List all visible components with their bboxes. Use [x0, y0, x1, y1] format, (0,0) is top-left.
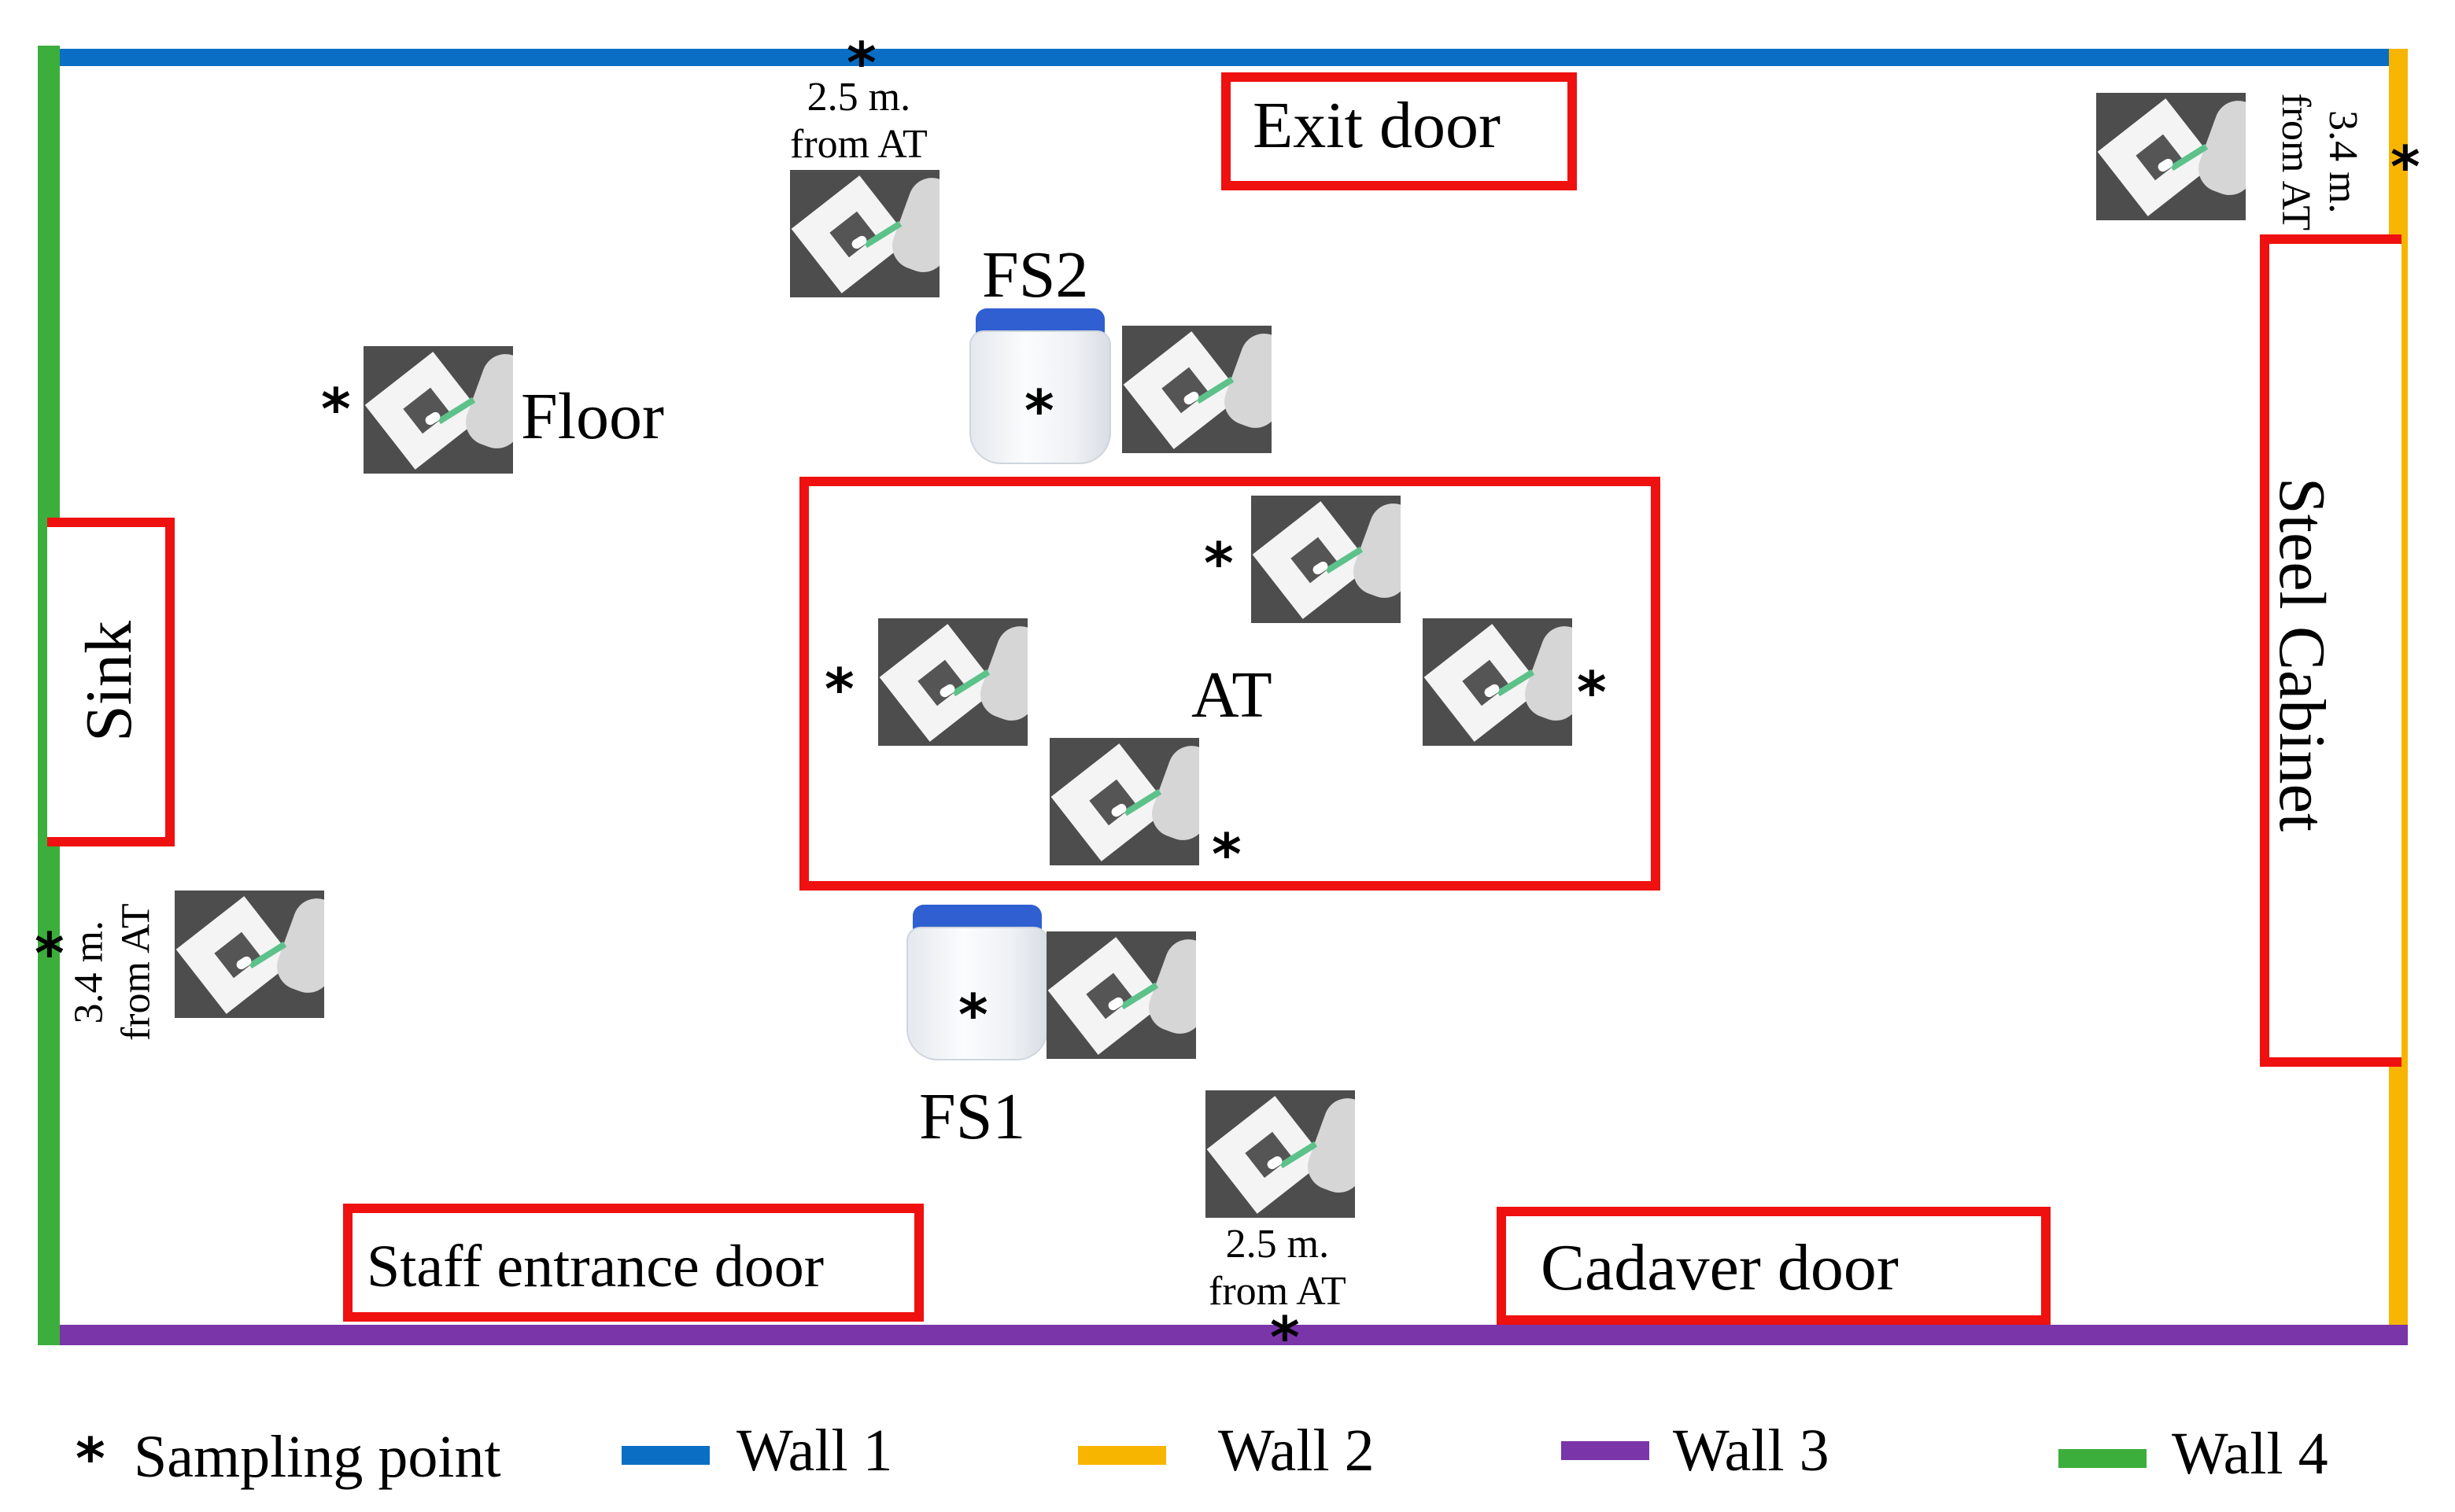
sink-box — [47, 518, 175, 846]
swab-photo-icon — [2096, 93, 2246, 220]
legend-wall-3-swatch — [1561, 1441, 1649, 1460]
wall-2-distance-label: 3.4 m.from AT — [2273, 93, 2366, 231]
legend-wall-2-swatch — [1078, 1446, 1166, 1465]
exit-door-box — [1221, 72, 1577, 190]
staff-entrance-door-label: Staff entrance door — [367, 1234, 825, 1300]
swab-photo-icon — [1122, 326, 1272, 453]
swab-photo-icon — [1423, 618, 1572, 746]
swab-photo-icon — [878, 618, 1028, 746]
swab-photo-icon — [364, 346, 513, 474]
wall-4-distance-label: 3.4 m.from AT — [66, 903, 159, 1042]
legend-sampling-point-label: Sampling point — [134, 1424, 501, 1490]
exit-door-label: Exit door — [1253, 89, 1501, 162]
wall-3 — [38, 1325, 2408, 1345]
wall-3-distance-label: 2.5 m.from AT — [1209, 1222, 1346, 1314]
sampling-point-marker: * — [321, 376, 351, 442]
staff-entrance-door-box — [343, 1204, 924, 1322]
wall-1-distance-label: 2.5 m.from AT — [790, 75, 928, 167]
legend-sampling-point-marker: * — [76, 1425, 105, 1492]
sampling-point-marker: * — [2390, 134, 2420, 200]
swab-photo-icon — [1047, 931, 1196, 1059]
cadaver-door-box — [1497, 1207, 2051, 1325]
swab-photo-icon — [1205, 1090, 1355, 1218]
sampling-point-marker: * — [825, 656, 855, 722]
face-shield-2-label: FS2 — [982, 238, 1089, 312]
legend-wall-4-swatch — [2058, 1449, 2147, 1468]
legend-wall-4-label: Wall 4 — [2172, 1421, 2328, 1487]
face-shield-1-icon — [906, 905, 1048, 1060]
sampling-point-marker: * — [958, 982, 988, 1048]
legend-wall-3-label: Wall 3 — [1673, 1418, 1829, 1484]
legend-wall-2-label: Wall 2 — [1218, 1418, 1375, 1484]
sampling-point-marker: * — [847, 30, 877, 96]
swab-photo-icon — [790, 170, 940, 297]
legend-wall-1-swatch — [622, 1446, 710, 1465]
sampling-point-marker: * — [35, 920, 65, 986]
swab-photo-icon — [1050, 738, 1199, 865]
sink-label: Sink — [72, 620, 146, 743]
sampling-point-marker: * — [1270, 1304, 1300, 1370]
cadaver-door-label: Cadaver door — [1541, 1231, 1899, 1304]
wall-1 — [38, 49, 2408, 66]
face-shield-2-icon — [969, 308, 1111, 464]
autopsy-table-box — [799, 477, 1660, 891]
swab-photo-icon — [175, 891, 324, 1018]
sampling-point-marker: * — [1024, 378, 1054, 444]
swab-photo-icon — [1251, 496, 1401, 623]
steel-cabinet-box — [2260, 234, 2401, 1067]
floor-label: Floor — [521, 380, 665, 453]
autopsy-table-label: AT — [1191, 658, 1272, 732]
face-shield-1-label: FS1 — [919, 1080, 1026, 1153]
sampling-point-marker: * — [1212, 821, 1242, 887]
sampling-point-marker: * — [1204, 530, 1234, 596]
steel-cabinet-label: Steel Cabinet — [2265, 477, 2339, 832]
legend-wall-1-label: Wall 1 — [736, 1418, 893, 1484]
sampling-point-marker: * — [1577, 659, 1607, 725]
